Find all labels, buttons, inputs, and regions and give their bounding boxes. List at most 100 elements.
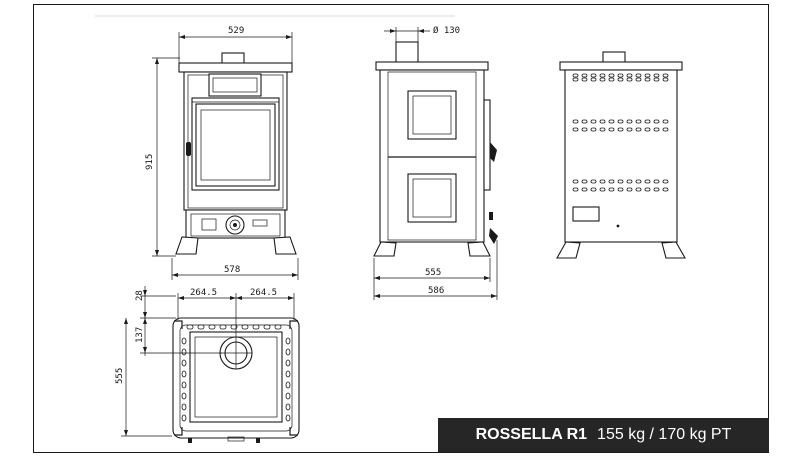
vent-hole xyxy=(181,348,187,356)
vent-hole xyxy=(608,119,615,124)
vent-hole xyxy=(572,73,579,78)
drawing-frame xyxy=(33,4,769,453)
vent-hole xyxy=(599,187,606,192)
vent-hole xyxy=(653,179,660,184)
vent-hole xyxy=(617,179,624,184)
vent-hole xyxy=(572,119,579,124)
vent-hole xyxy=(617,187,624,192)
vent-hole xyxy=(572,77,579,82)
front-view: 529 915 578 xyxy=(145,26,299,280)
vent-hole xyxy=(635,127,642,132)
vent-hole xyxy=(599,77,606,82)
vent-hole xyxy=(608,73,615,78)
vent-hole xyxy=(617,127,624,132)
vent-hole xyxy=(644,179,651,184)
dim-plan-flue-offset: 137 xyxy=(135,327,145,343)
vent-hole xyxy=(285,381,291,389)
vent-hole xyxy=(181,359,187,367)
dim-front-width-top: 529 xyxy=(228,26,244,36)
vent-hole xyxy=(635,77,642,82)
vent-hole xyxy=(653,127,660,132)
dim-side-depth-inner: 555 xyxy=(425,268,441,278)
vent-hole xyxy=(208,324,216,330)
vent-hole xyxy=(599,73,606,78)
vent-hole xyxy=(662,127,669,132)
vent-hole xyxy=(590,127,597,132)
vent-hole xyxy=(635,119,642,124)
vent-hole xyxy=(572,179,579,184)
vent-hole xyxy=(581,77,588,82)
vent-hole xyxy=(608,77,615,82)
vent-hole xyxy=(644,187,651,192)
vent-hole xyxy=(617,119,624,124)
dim-front-height: 915 xyxy=(145,154,155,170)
vent-hole xyxy=(635,179,642,184)
dim-front-base-width: 578 xyxy=(224,265,240,275)
vent-hole xyxy=(653,187,660,192)
vent-hole xyxy=(285,403,291,411)
vent-hole xyxy=(581,127,588,132)
vent-hole xyxy=(617,73,624,78)
vent-hole xyxy=(181,381,187,389)
dim-plan-depth: 555 xyxy=(115,368,125,384)
model-weights: 155 kg / 170 kg PT xyxy=(597,426,732,443)
vent-hole xyxy=(590,119,597,124)
vent-hole xyxy=(644,119,651,124)
vent-hole xyxy=(590,73,597,78)
dim-flue-diameter: Ø 130 xyxy=(433,25,460,36)
vent-hole xyxy=(662,119,669,124)
vent-hole xyxy=(581,73,588,78)
vent-hole xyxy=(285,414,291,422)
vent-hole xyxy=(626,77,633,82)
dim-plan-offset-top: 28 xyxy=(135,290,145,301)
vent-hole xyxy=(572,187,579,192)
vent-hole xyxy=(252,324,260,330)
vent-hole xyxy=(644,73,651,78)
vent-hole xyxy=(644,77,651,82)
vent-hole xyxy=(662,77,669,82)
vent-hole xyxy=(608,179,615,184)
vent-hole xyxy=(230,324,238,330)
vent-hole xyxy=(653,73,660,78)
vent-hole xyxy=(285,370,291,378)
vent-hole xyxy=(635,73,642,78)
vent-hole xyxy=(285,348,291,356)
vent-hole xyxy=(181,403,187,411)
vent-hole xyxy=(181,392,187,400)
vent-hole xyxy=(626,119,633,124)
title-banner: ROSSELLA R1 155 kg / 170 kg PT xyxy=(438,418,769,452)
dim-plan-half-right: 264.5 xyxy=(250,288,277,298)
vent-hole xyxy=(581,179,588,184)
vent-hole xyxy=(285,359,291,367)
vent-hole xyxy=(572,127,579,132)
vent-hole xyxy=(263,324,271,330)
side-view: Ø 130 555 586 xyxy=(373,25,498,300)
vent-hole xyxy=(644,127,651,132)
vent-hole xyxy=(285,337,291,345)
vent-hole xyxy=(599,127,606,132)
vent-hole xyxy=(608,187,615,192)
vent-hole xyxy=(653,77,660,82)
vent-hole xyxy=(599,119,606,124)
vent-hole xyxy=(181,337,187,345)
model-name: ROSSELLA R1 xyxy=(475,426,588,443)
vent-hole xyxy=(219,324,227,330)
vent-hole xyxy=(662,187,669,192)
vent-hole xyxy=(653,119,660,124)
vent-hole xyxy=(581,119,588,124)
vent-hole xyxy=(617,77,624,82)
vent-hole xyxy=(626,179,633,184)
plan-view: 264.5 264.5 28 137 555 xyxy=(115,286,300,443)
vent-hole xyxy=(186,324,194,330)
vent-hole xyxy=(626,73,633,78)
vent-hole xyxy=(662,179,669,184)
vent-hole xyxy=(599,179,606,184)
vent-hole xyxy=(181,414,187,422)
vent-hole xyxy=(590,187,597,192)
vent-hole xyxy=(662,73,669,78)
vent-hole xyxy=(626,127,633,132)
vent-hole xyxy=(581,187,588,192)
vent-hole xyxy=(197,324,205,330)
vent-hole xyxy=(590,77,597,82)
vent-hole xyxy=(274,324,282,330)
